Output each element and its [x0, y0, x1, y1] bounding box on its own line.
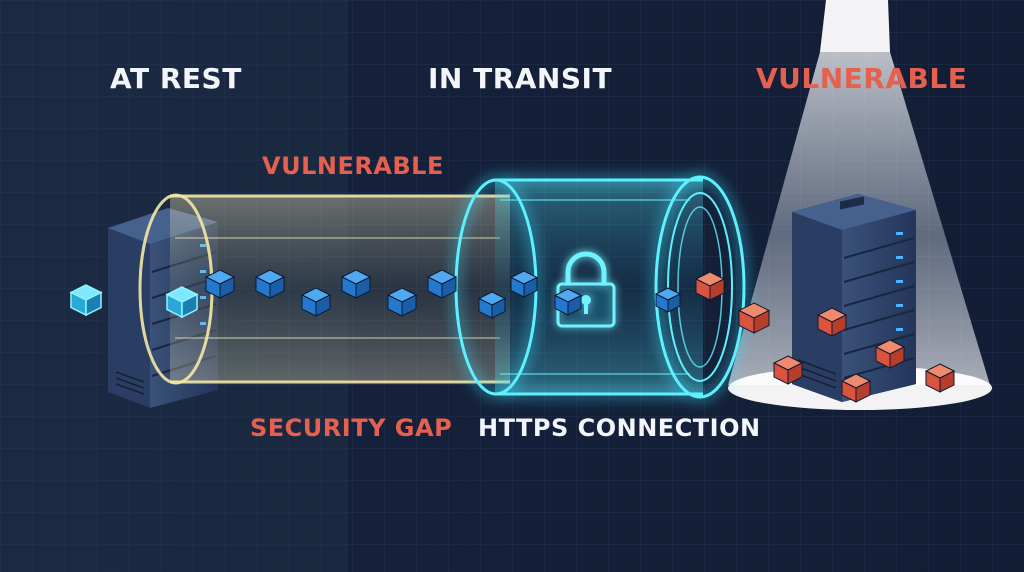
right-server-icon [792, 194, 916, 402]
in-transit-label: IN TRANSIT [428, 62, 613, 95]
cube-icon [165, 286, 199, 319]
security-gap-label: SECURITY GAP [250, 414, 453, 442]
cube-icon [300, 287, 332, 317]
cube-icon [69, 284, 103, 317]
cube-icon [509, 270, 539, 298]
cube-icon [654, 287, 682, 313]
cube-icon [694, 271, 726, 301]
cube-icon [840, 373, 872, 403]
vulnerable-right-label: VULNERABLE [756, 62, 968, 95]
cube-icon [772, 355, 804, 385]
cube-icon [924, 363, 956, 393]
cube-icon [386, 287, 418, 317]
https-connection-label: HTTPS CONNECTION [478, 414, 761, 442]
cube-icon [426, 269, 458, 299]
cube-icon [816, 307, 848, 337]
cube-icon [553, 288, 583, 316]
cube-icon [254, 269, 286, 299]
vulnerable-middle-label: VULNERABLE [262, 152, 444, 180]
at-rest-label: AT REST [110, 62, 242, 95]
data-packets-blue [69, 269, 682, 319]
cube-icon [340, 269, 372, 299]
cube-icon [874, 339, 906, 369]
cube-icon [737, 302, 771, 334]
cube-icon [477, 291, 507, 319]
cube-icon [204, 269, 236, 299]
data-packets-red [694, 271, 956, 403]
